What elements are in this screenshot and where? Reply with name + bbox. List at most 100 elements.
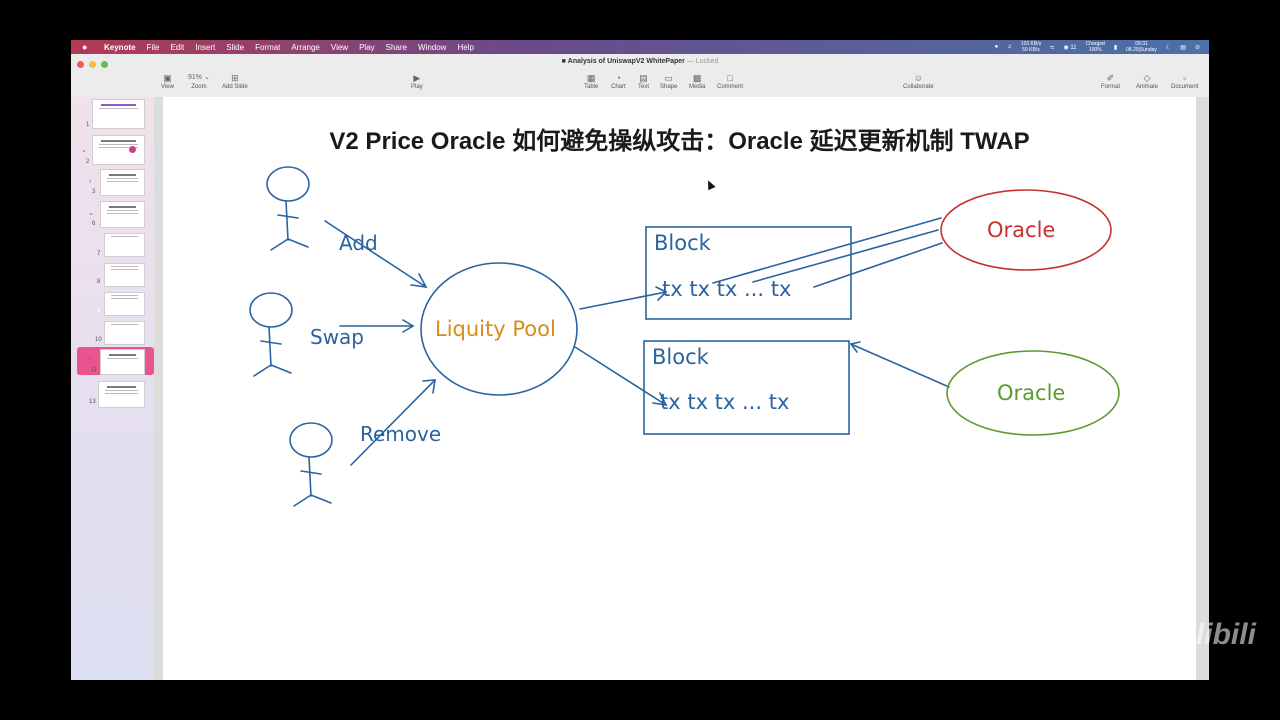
status-area: ● ♫ 103 KB/s 59 KB/s ≈ ◉ 11 Charged 100%…	[995, 40, 1209, 54]
slide-number: 2	[86, 159, 90, 165]
table-label: Table	[584, 84, 599, 90]
comment-button[interactable]: □ Comment	[717, 72, 743, 90]
slide-number: 7	[97, 251, 101, 257]
chart-label: Chart	[611, 84, 626, 90]
battery-percent: 100%	[1088, 47, 1102, 53]
zoom-window-button[interactable]	[101, 61, 108, 68]
slide-canvas: V2 Price Oracle 如何避免操纵攻击：Oracle 延迟更新机制 T…	[154, 97, 1209, 680]
slide-thumbnail-9[interactable]	[104, 292, 145, 316]
shape-label: Shape	[660, 84, 678, 90]
wifi-icon[interactable]: ≈	[1050, 42, 1055, 52]
text-button[interactable]: ▤ Text	[638, 72, 649, 90]
bilibili-watermark: Rebase bilibili	[1088, 618, 1256, 652]
block-2-transactions: tx tx tx ... tx	[660, 390, 789, 414]
moon-icon[interactable]: ☾	[1165, 44, 1172, 51]
oracle-diagram: Add Swap Remove Liquity Pool Block tx tx…	[249, 166, 1120, 507]
slide-thumbnail-13[interactable]	[98, 381, 145, 408]
watermark-rebase: Rebase	[1088, 627, 1160, 649]
menu-help[interactable]: Help	[457, 42, 474, 52]
table-button[interactable]: ▦ Table	[584, 72, 598, 90]
document-button[interactable]: ▫ Document	[1171, 72, 1198, 90]
animate-icon: ◇	[1143, 73, 1151, 83]
bookmark-icon[interactable]: ▮	[1113, 44, 1118, 51]
slide-thumbnail-8[interactable]	[104, 263, 145, 287]
menu-bar: ● Keynote File Edit Insert Slide Format …	[71, 40, 1209, 54]
menu-play[interactable]: Play	[359, 42, 375, 52]
play-icon: ▶	[413, 73, 421, 83]
slide-thumbnail-7[interactable]	[104, 233, 145, 257]
slide[interactable]: V2 Price Oracle 如何避免操纵攻击：Oracle 延迟更新机制 T…	[163, 97, 1196, 680]
red-oracle-arrow-1	[712, 217, 942, 284]
slide-thumbnail-3[interactable]	[100, 169, 145, 196]
zoom-value: 91% ⌄	[188, 74, 210, 81]
apple-menu-icon[interactable]: ●	[82, 42, 88, 52]
zoom-label: Zoom	[191, 84, 207, 90]
music-icon[interactable]: ♫	[1007, 44, 1012, 50]
collapse-chevron-icon[interactable]: ⌄	[88, 210, 94, 217]
shape-icon: ▭	[664, 73, 673, 83]
menu-insert[interactable]: Insert	[195, 42, 216, 52]
collaborate-icon: ☺	[913, 73, 923, 83]
menu-arrange[interactable]: Arrange	[291, 42, 320, 52]
chart-icon: ◔	[615, 73, 622, 83]
shape-button[interactable]: ▭ Shape	[660, 72, 677, 90]
document-locked-status: — Locked	[686, 58, 719, 65]
add-arrow	[324, 220, 427, 288]
slide-number: 10	[95, 337, 102, 343]
comment-icon: □	[727, 73, 733, 83]
clock[interactable]: 09:31 08.29|Sunday	[1126, 41, 1157, 53]
add-slide-button[interactable]: ⊞ Add Slide	[222, 72, 248, 90]
table-icon: ▦	[586, 73, 596, 83]
zoom-control[interactable]: 91% ⌄ Zoom	[188, 72, 210, 90]
animate-button[interactable]: ◇ Animate	[1136, 72, 1158, 90]
slide-thumbnail-1[interactable]	[92, 99, 145, 129]
menu-slide[interactable]: Slide	[226, 42, 245, 52]
control-center-icon[interactable]: ▤	[1180, 44, 1186, 51]
slide-number: 1	[86, 122, 90, 128]
format-label: Format	[1101, 84, 1121, 90]
slide-number: 3	[92, 189, 96, 195]
document-label: Document	[1171, 84, 1199, 90]
collapse-chevron-icon[interactable]: ⌄	[81, 147, 87, 154]
menu-window[interactable]: Window	[418, 42, 447, 52]
menu-view[interactable]: View	[330, 42, 349, 52]
battery-status[interactable]: Charged 100%	[1086, 41, 1105, 53]
slide-thumbnail-6[interactable]	[100, 201, 145, 228]
close-window-button[interactable]	[77, 61, 84, 68]
sidebar-icon: ▣	[163, 73, 172, 83]
oracle-green-label: Oracle	[997, 381, 1065, 405]
expand-chevron-icon[interactable]: ›	[89, 178, 92, 185]
pool-to-block1-arrow	[579, 291, 667, 310]
view-button[interactable]: ▣ View	[161, 72, 174, 90]
format-button[interactable]: ✐ Format	[1101, 72, 1120, 90]
net-up-value: 103 KB/s	[1020, 41, 1042, 47]
user-figure-remove	[289, 422, 333, 507]
user-figure-swap	[249, 292, 293, 377]
menu-file[interactable]: File	[146, 42, 160, 52]
user-figure-add	[266, 166, 310, 251]
screen-time-icon[interactable]: ⊘	[1194, 44, 1200, 51]
minimize-window-button[interactable]	[89, 61, 96, 68]
record-dot-icon[interactable]: ●	[994, 44, 999, 50]
view-label: View	[161, 84, 174, 90]
remove-label: Remove	[360, 422, 441, 446]
text-icon: ▤	[639, 73, 648, 83]
slide-title[interactable]: V2 Price Oracle 如何避免操纵攻击：Oracle 延迟更新机制 T…	[329, 128, 1030, 155]
slide-thumbnail-2[interactable]	[92, 135, 145, 165]
toolbar: ■ Analysis of UniswapV2 WhitePaper — Loc…	[71, 54, 1209, 98]
slide-thumbnail-10[interactable]	[104, 321, 145, 345]
wechat-icon[interactable]: ◉ 11	[1063, 44, 1077, 51]
remove-arrow	[350, 379, 436, 466]
menu-format[interactable]: Format	[255, 42, 281, 52]
slide-thumbnail-11[interactable]	[100, 349, 145, 375]
chart-button[interactable]: ◔ Chart	[611, 72, 626, 90]
menu-edit[interactable]: Edit	[170, 42, 185, 52]
collaborate-button[interactable]: ☺ Collaborate	[903, 72, 934, 90]
red-oracle-arrow-2	[752, 229, 939, 283]
media-button[interactable]: ▩ Media	[689, 72, 705, 90]
menu-share[interactable]: Share	[385, 42, 407, 52]
expand-chevron-icon[interactable]: ›	[89, 355, 92, 362]
menu-app-keynote[interactable]: Keynote	[104, 42, 136, 52]
play-button[interactable]: ▶ Play	[411, 72, 423, 90]
document-icon: ■	[561, 58, 566, 65]
